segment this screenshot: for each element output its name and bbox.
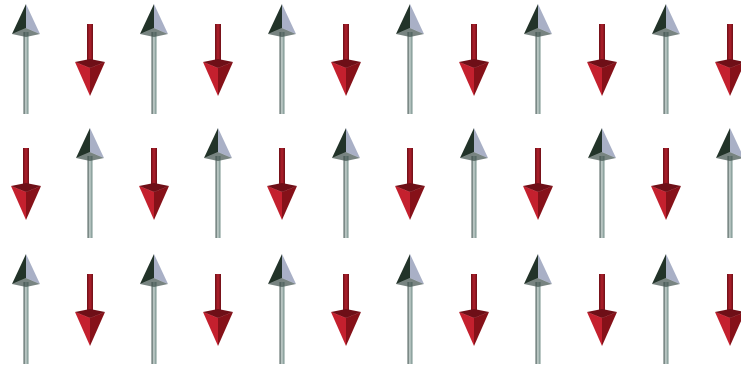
spin-down-arrow-icon — [75, 274, 105, 346]
spin-down-arrow-icon — [459, 24, 489, 96]
spin-down-arrow-icon — [267, 148, 297, 220]
spin-up-arrow-icon — [204, 128, 232, 238]
spin-down-arrow-icon — [523, 148, 553, 220]
spin-down-arrow-icon — [331, 274, 361, 346]
spin-down-arrow-icon — [331, 24, 361, 96]
spin-down-arrow-icon — [139, 148, 169, 220]
spin-up-arrow-icon — [396, 254, 424, 364]
spin-up-arrow-icon — [652, 4, 680, 114]
spin-up-arrow-icon — [716, 128, 741, 238]
spin-down-arrow-icon — [459, 274, 489, 346]
spin-up-arrow-icon — [268, 254, 296, 364]
spin-up-arrow-icon — [588, 128, 616, 238]
spin-down-arrow-icon — [203, 24, 233, 96]
spin-up-arrow-icon — [12, 4, 40, 114]
spin-down-arrow-icon — [715, 274, 741, 346]
spin-down-arrow-icon — [75, 24, 105, 96]
spin-up-arrow-icon — [140, 254, 168, 364]
spin-up-arrow-icon — [12, 254, 40, 364]
spin-up-arrow-icon — [268, 4, 296, 114]
spin-up-arrow-icon — [460, 128, 488, 238]
spin-down-arrow-icon — [395, 148, 425, 220]
spin-up-arrow-icon — [396, 4, 424, 114]
spin-down-arrow-icon — [587, 274, 617, 346]
spin-up-arrow-icon — [524, 254, 552, 364]
spin-up-arrow-icon — [332, 128, 360, 238]
spin-up-arrow-icon — [140, 4, 168, 114]
spin-down-arrow-icon — [203, 274, 233, 346]
spin-up-arrow-icon — [76, 128, 104, 238]
spin-up-arrow-icon — [652, 254, 680, 364]
spin-down-arrow-icon — [715, 24, 741, 96]
arrow-grid — [11, 4, 741, 364]
spin-down-arrow-icon — [11, 148, 41, 220]
spin-down-arrow-icon — [651, 148, 681, 220]
spin-down-arrow-icon — [587, 24, 617, 96]
spin-up-arrow-icon — [524, 4, 552, 114]
